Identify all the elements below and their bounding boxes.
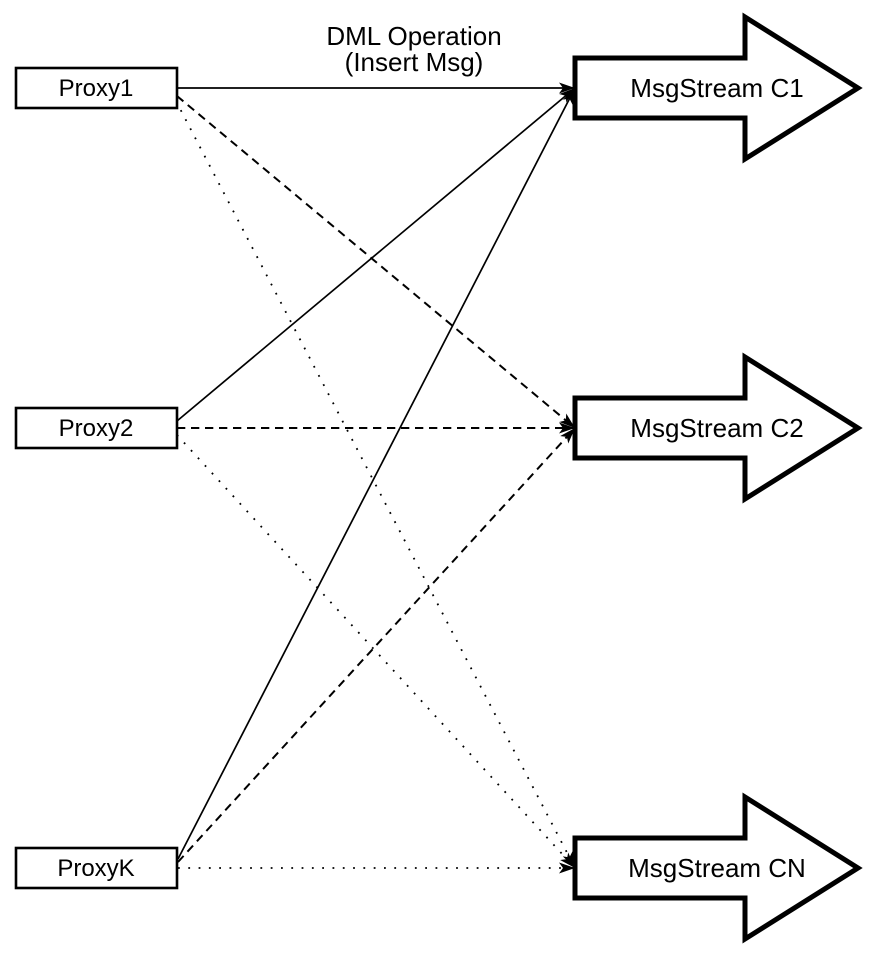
block-arrow-right-icon <box>572 352 863 504</box>
annotation-line2: (Insert Msg) <box>345 47 484 77</box>
connections-layer <box>175 82 576 874</box>
proxy-node-k: ProxyK <box>14 846 179 890</box>
proxy1-label: Proxy1 <box>59 75 134 102</box>
connection-proxy2-to-c1 <box>176 87 576 422</box>
proxy1-box <box>14 66 179 110</box>
proxy-node-2: Proxy2 <box>14 406 179 450</box>
stream-node-cn: MsgStream CN <box>572 792 863 944</box>
stream-label-c2: MsgStream C2 <box>630 413 803 443</box>
connection-proxyk-to-c2 <box>177 427 576 863</box>
annotation-line1: DML Operation <box>326 21 501 51</box>
block-arrow-right-icon <box>572 12 863 164</box>
proxy2-box <box>14 406 179 450</box>
proxy2-label: Proxy2 <box>59 415 134 442</box>
stream-label-c1: MsgStream C1 <box>630 73 803 103</box>
block-arrow-right-icon <box>572 792 863 944</box>
proxyk-label: ProxyK <box>57 855 134 882</box>
stream-label-cn: MsgStream CN <box>628 853 806 883</box>
annotation: DML Operation (Insert Msg) <box>326 21 501 77</box>
connection-proxy1-to-c2 <box>176 95 576 429</box>
connection-proxy1-to-cn <box>175 100 576 869</box>
proxy-node-1: Proxy1 <box>14 66 179 110</box>
stream-node-c2: MsgStream C2 <box>572 352 863 504</box>
stream-node-c1: MsgStream C1 <box>572 12 863 164</box>
connection-proxyk-to-c1 <box>177 87 576 860</box>
proxyk-box <box>14 846 179 890</box>
connection-proxy2-to-cn <box>176 434 576 869</box>
